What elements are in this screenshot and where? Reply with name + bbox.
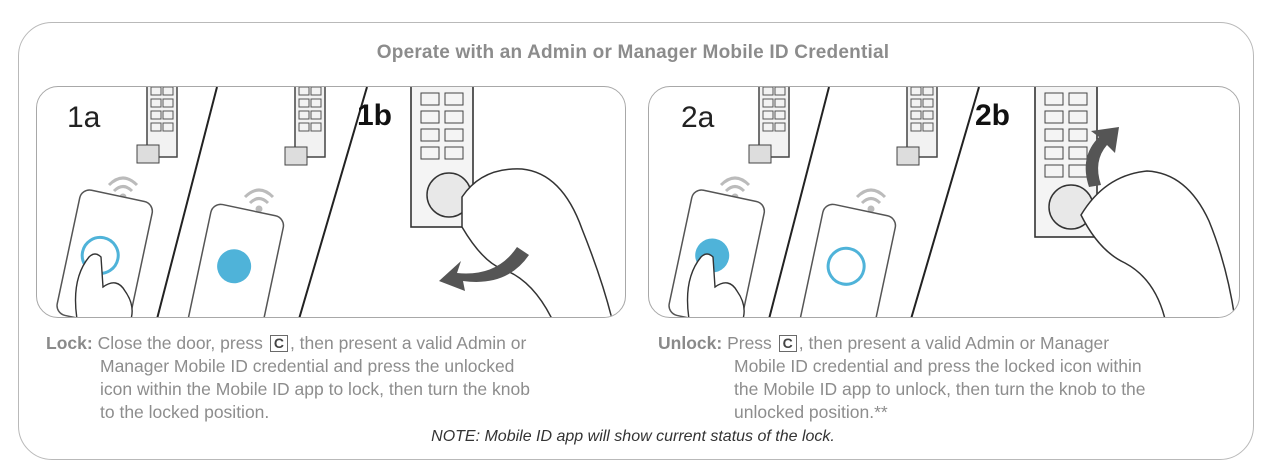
lock-line1-pre: Close the door, press (97, 333, 263, 353)
page-title: Operate with an Admin or Manager Mobile … (376, 42, 890, 63)
lock-illustration-panel: 1a 1b (36, 86, 626, 318)
step-label-1a: 1a (67, 101, 101, 134)
c-key-icon: C (778, 335, 797, 352)
lock-instructions: Lock: Close the door, press C, then pres… (46, 332, 636, 424)
wifi-icon (855, 188, 887, 213)
keypad-lock-icon (1034, 87, 1098, 238)
unlock-illustration-panel: 2a 2b (648, 86, 1240, 318)
unlock-line2: Mobile ID credential and press the locke… (734, 356, 1142, 376)
wifi-icon (243, 188, 275, 213)
unlock-label: Unlock: (658, 333, 723, 353)
keypad-lock-icon (748, 87, 790, 164)
status-note: NOTE: Mobile ID app will show current st… (431, 428, 835, 445)
lock-line1-post: , then present a valid Admin or (289, 333, 527, 353)
unlock-illustration (668, 87, 1236, 317)
step-label-1b: 1b (357, 99, 393, 132)
instruction-frame (18, 22, 1254, 460)
keypad-lock-icon (136, 87, 178, 164)
keypad-lock-icon (896, 87, 938, 166)
keypad-lock-icon (284, 87, 326, 166)
unlock-line4: unlocked position.** (734, 402, 888, 422)
step-label-2a: 2a (681, 101, 715, 134)
unlock-line3: the Mobile ID app to unlock, then turn t… (734, 379, 1146, 399)
rotate-arrow-icon (439, 247, 529, 291)
unlock-line1-post: , then present a valid Admin or Manager (798, 333, 1110, 353)
lock-line4: to the locked position. (100, 402, 270, 422)
lock-line2: Manager Mobile ID credential and press t… (100, 356, 515, 376)
hand-icon (74, 253, 133, 317)
step-label-2b: 2b (975, 99, 1011, 132)
lock-line3: icon within the Mobile ID app to lock, t… (100, 379, 530, 399)
rotate-arrow-icon (1085, 127, 1119, 187)
hand-icon (1080, 170, 1236, 317)
lock-label: Lock: (46, 333, 93, 353)
hand-icon (686, 253, 745, 317)
unlock-instructions: Unlock: Press C, then present a valid Ad… (658, 332, 1248, 424)
unlock-line1-pre: Press (727, 333, 772, 353)
phone-icon (799, 203, 897, 317)
lock-illustration (56, 87, 613, 317)
hand-icon (461, 168, 613, 317)
c-key-icon: C (269, 335, 288, 352)
phone-icon (187, 203, 285, 317)
